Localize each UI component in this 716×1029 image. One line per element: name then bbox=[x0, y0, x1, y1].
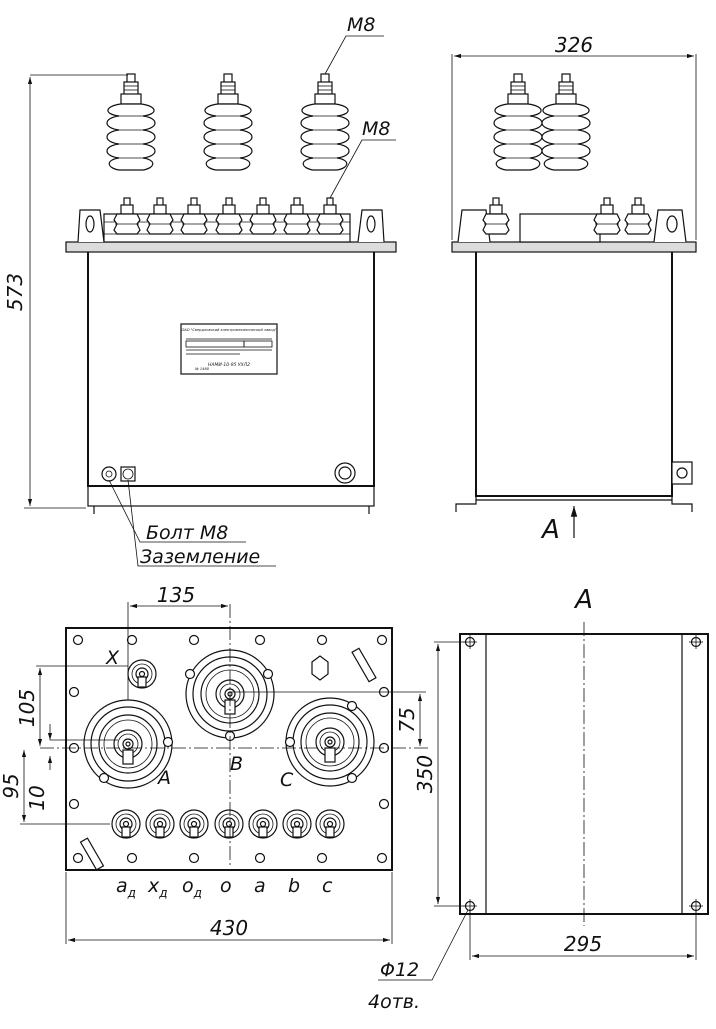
hole-count: 4отв. bbox=[368, 991, 420, 1013]
terminal-label: aд bbox=[116, 875, 136, 900]
terminal-label: a bbox=[254, 875, 266, 897]
label-x: X bbox=[105, 647, 120, 669]
front-view: ОАО "Свердловский электромеханический за… bbox=[3, 14, 397, 568]
view-a-title: A bbox=[573, 585, 593, 615]
label-c: C bbox=[280, 769, 294, 791]
dim-95: 95 bbox=[0, 773, 23, 798]
dim-10: 10 bbox=[25, 785, 49, 810]
thread-m8-low: M8 bbox=[362, 118, 390, 140]
dim-105: 105 bbox=[15, 689, 39, 727]
label-b: B bbox=[230, 753, 243, 775]
view-marker-a: A bbox=[540, 515, 560, 545]
view-a: A 350 295 Φ12 4отв. bbox=[368, 585, 709, 1013]
top-view: X A B C aд xд oд o a b c 135 105 95 10 bbox=[0, 583, 428, 944]
bolt-label: Болт М8 bbox=[146, 522, 228, 544]
side-view: 326 A bbox=[451, 33, 697, 545]
terminal-label: c bbox=[322, 875, 333, 897]
terminal-label: b bbox=[288, 875, 300, 897]
terminal-labels: aд xд oд o a b c bbox=[116, 875, 333, 900]
dim-295: 295 bbox=[564, 932, 602, 956]
nameplate: ОАО "Свердловский электромеханический за… bbox=[180, 323, 278, 375]
dim-326: 326 bbox=[555, 33, 593, 57]
dim-350: 350 bbox=[413, 755, 437, 793]
terminal-label: oд bbox=[182, 875, 202, 900]
hole-diameter: Φ12 bbox=[380, 959, 419, 981]
dim-75: 75 bbox=[395, 707, 419, 732]
nameplate-line2: НАМИ-10-95 УХЛ2 bbox=[208, 362, 250, 368]
nameplate-serial: № 1460 bbox=[194, 367, 210, 371]
terminal-label: o bbox=[220, 875, 232, 897]
ground-label: Заземление bbox=[140, 546, 260, 568]
nameplate-line1: ОАО "Свердловский электромеханический за… bbox=[181, 328, 276, 332]
label-a: A bbox=[156, 767, 171, 789]
terminal-label: xд bbox=[147, 875, 168, 900]
dim-135: 135 bbox=[157, 583, 195, 607]
thread-m8-top: M8 bbox=[347, 14, 375, 36]
dim-430: 430 bbox=[210, 916, 248, 940]
dim-573: 573 bbox=[3, 273, 27, 311]
